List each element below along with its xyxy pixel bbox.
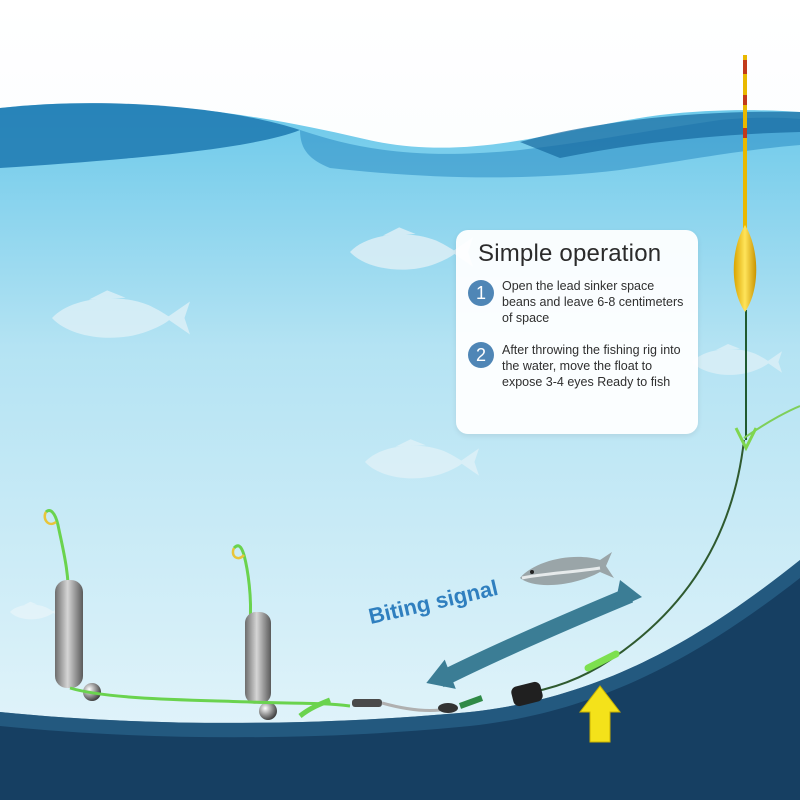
float-body [733, 225, 757, 312]
info-card: Simple operation 1 Open the lead sinker … [456, 230, 698, 434]
stopper [511, 681, 543, 707]
rod-line [743, 405, 800, 439]
snap [381, 701, 441, 712]
lead-sinker [55, 580, 83, 688]
hook [231, 547, 245, 560]
signal-arrow-body [436, 587, 634, 688]
step-text: After throwing the fishing rig into the … [502, 343, 681, 389]
lead-sinker [245, 612, 271, 704]
wave-dark-right [520, 111, 800, 158]
wave-dark-left [0, 103, 300, 168]
signal-arrow-head-left [426, 659, 456, 689]
step-number-badge: 1 [468, 280, 494, 306]
signal-arrow-head-right [614, 580, 642, 610]
float-connector [734, 427, 758, 452]
indicator-arrow [578, 685, 622, 743]
biting-fish [520, 552, 614, 586]
space-bean [259, 702, 277, 720]
main-line [519, 439, 745, 695]
hook [43, 511, 57, 526]
step-number-badge: 2 [468, 342, 494, 368]
bite-indicator-sleeve [584, 650, 620, 672]
hook-line [44, 509, 70, 601]
connector [458, 695, 484, 709]
swivel [352, 699, 382, 707]
card-title: Simple operation [478, 240, 662, 267]
step-text: Open the lead sinker space beans and lea… [502, 279, 684, 325]
float-antenna [743, 55, 747, 230]
